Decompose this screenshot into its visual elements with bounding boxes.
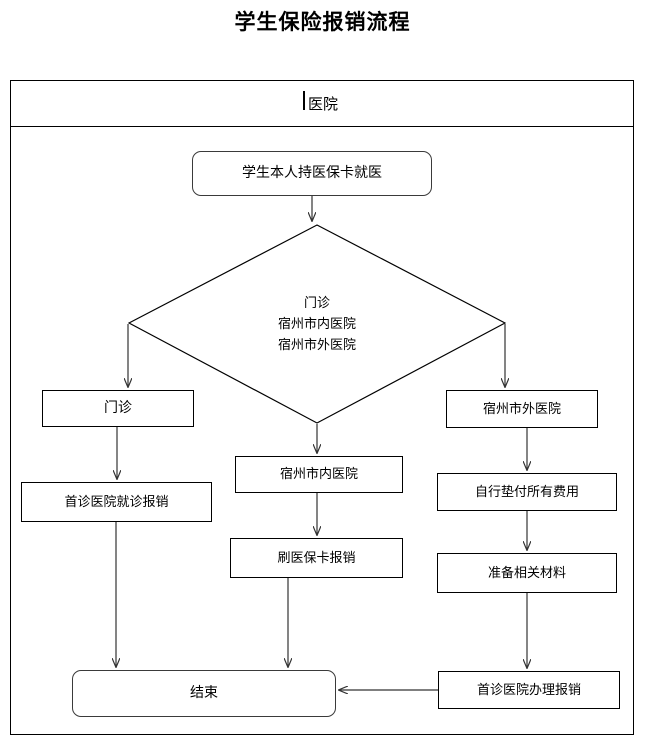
node-first-hospital-reimburse[interactable]: 首诊医院就诊报销 xyxy=(21,482,212,522)
decision-node-route[interactable]: 门诊 宿州市内医院 宿州市外医院 xyxy=(128,224,506,424)
node-outpatient[interactable]: 门诊 xyxy=(42,390,194,427)
swimlane-header: 医院 xyxy=(11,81,633,127)
node-in-city-hospital[interactable]: 宿州市内医院 xyxy=(235,456,403,493)
node-end[interactable]: 结束 xyxy=(72,670,336,717)
node-start-visit[interactable]: 学生本人持医保卡就医 xyxy=(192,151,432,196)
node-claim-at-first-hospital[interactable]: 首诊医院办理报销 xyxy=(438,671,620,709)
swimlane-header-text: 医院 xyxy=(307,95,338,113)
swimlane-header-label: 医院 xyxy=(302,91,338,114)
node-self-pay-all-fees[interactable]: 自行垫付所有费用 xyxy=(437,473,617,511)
node-out-city-hospital[interactable]: 宿州市外医院 xyxy=(446,390,598,428)
page-title: 学生保险报销流程 xyxy=(234,9,411,34)
diamond-shape-icon xyxy=(128,224,506,424)
text-caret-icon xyxy=(302,91,305,110)
node-prepare-materials[interactable]: 准备相关材料 xyxy=(437,553,617,593)
node-swipe-card-reimburse[interactable]: 刷医保卡报销 xyxy=(230,538,403,578)
decision-node-label: 门诊 宿州市内医院 宿州市外医院 xyxy=(277,295,356,353)
